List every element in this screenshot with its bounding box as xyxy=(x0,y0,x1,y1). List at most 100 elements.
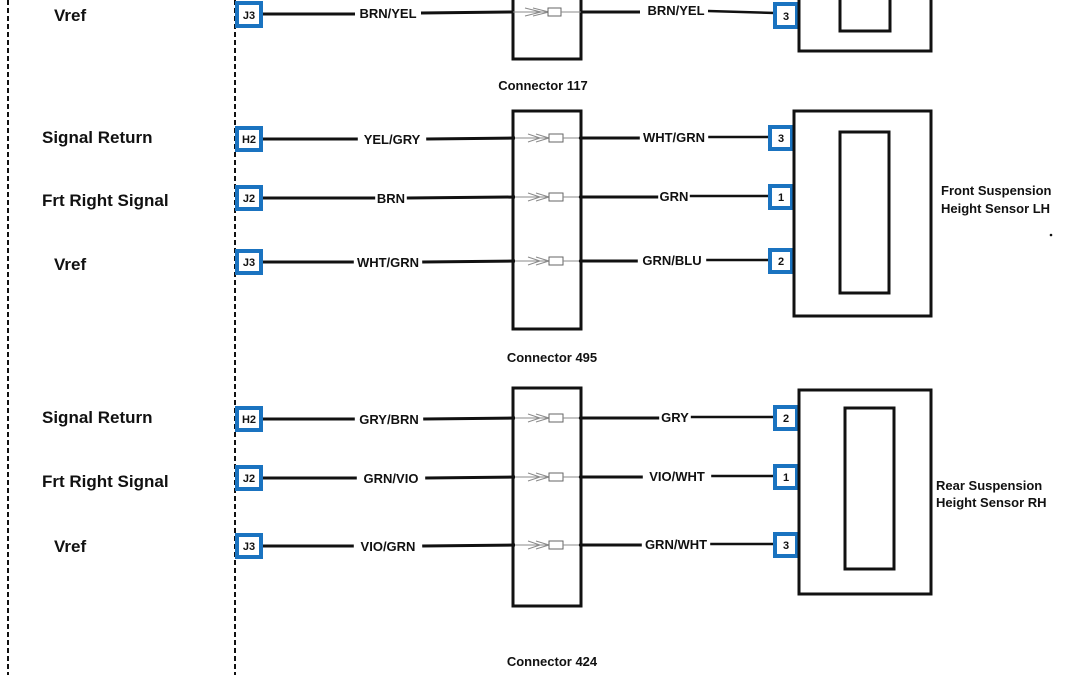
sensor-pin-box xyxy=(768,248,794,274)
sensor-pin-label: 3 xyxy=(783,11,789,23)
module-pin-box xyxy=(235,465,263,491)
sensor-pin: 3 xyxy=(773,2,799,29)
signal-label: Vref xyxy=(54,537,86,556)
sensor-pin-label: 2 xyxy=(778,256,784,268)
connector-terminal xyxy=(515,472,580,482)
module-pin: H2 xyxy=(235,126,263,152)
connector-terminal xyxy=(515,192,580,202)
module-pin: J2 xyxy=(235,465,263,491)
wire-label-left: GRN/VIO xyxy=(364,471,419,486)
stray-dot xyxy=(1049,233,1053,237)
sensor-pin: 2 xyxy=(768,248,794,274)
wire-label-left: BRN xyxy=(377,191,405,206)
wire xyxy=(425,475,516,480)
wire-label-right: GRY xyxy=(661,410,689,425)
connector-body xyxy=(511,386,583,608)
sensor-body xyxy=(797,0,933,53)
connector-body xyxy=(511,109,583,331)
sensor-pin: 2 xyxy=(773,405,799,431)
module-pin: H2 xyxy=(235,406,263,432)
wire-label-left: YEL/GRY xyxy=(364,132,421,147)
wire xyxy=(422,543,516,548)
sensor-pin: 3 xyxy=(773,532,799,558)
circuit-row: Signal Return H2 YEL/GRY WHT/GRN 3 xyxy=(42,125,794,152)
sensor-pin-label: 3 xyxy=(783,540,789,552)
signal-label: Frt Right Signal xyxy=(42,472,169,491)
signal-label: Frt Right Signal xyxy=(42,191,169,210)
junction-dot xyxy=(578,542,584,548)
sensor-pin-label: 2 xyxy=(783,413,789,425)
signal-label: Signal Return xyxy=(42,408,153,427)
sensor-element xyxy=(838,0,892,33)
circuit-row: Signal Return H2 GRY/BRN GRY 2 xyxy=(42,405,799,432)
wire xyxy=(707,9,776,15)
junction-dot xyxy=(578,415,584,421)
connector-terminal xyxy=(515,540,580,550)
wire-label-right: WHT/GRN xyxy=(643,130,705,145)
connector-terminal xyxy=(515,256,580,266)
wire xyxy=(422,259,516,264)
connector-terminal xyxy=(515,413,580,423)
sensor-pin: 3 xyxy=(768,125,794,151)
wire-label-right: GRN/BLU xyxy=(642,253,701,268)
wire-label-right: GRN xyxy=(660,189,689,204)
sensor-body xyxy=(792,109,933,318)
module-pin-box xyxy=(235,406,263,432)
module-pin-label: H2 xyxy=(242,414,256,426)
module-pin-label: J3 xyxy=(243,257,255,269)
connector-label: Connector 495 xyxy=(507,350,597,365)
sensor-pin-box xyxy=(773,405,799,431)
module-pin: J2 xyxy=(235,185,263,211)
sensor-element xyxy=(838,130,891,295)
module-pin-label: J2 xyxy=(243,193,255,205)
sensor-label: Front Suspension xyxy=(941,183,1052,198)
wire-label-left: GRY/BRN xyxy=(359,412,418,427)
section-connector-117: Vref J3 BRN/YEL BRN/YEL 3 Connector 117 xyxy=(54,0,933,93)
module-pin: J3 xyxy=(235,249,263,275)
connector-label: Connector 424 xyxy=(507,654,598,669)
module-pin-box xyxy=(235,126,263,152)
sensor-label: Rear Suspension xyxy=(936,478,1042,493)
signal-label: Signal Return xyxy=(42,128,153,147)
wire-label-left: BRN/YEL xyxy=(359,6,416,21)
wire xyxy=(423,416,516,421)
sensor-pin-label: 1 xyxy=(778,192,784,204)
sensor-element xyxy=(843,406,896,571)
module-pin-label: J3 xyxy=(243,10,255,22)
module-pin: J3 xyxy=(235,1,263,28)
module-pin-label: J2 xyxy=(243,473,255,485)
signal-label: Vref xyxy=(54,255,86,274)
connector-terminal xyxy=(515,133,580,143)
connector-body xyxy=(511,0,583,61)
junction-dot xyxy=(578,194,584,200)
module-pin-box xyxy=(235,185,263,211)
wire-label-left: WHT/GRN xyxy=(357,255,419,270)
signal-label: Vref xyxy=(54,6,86,25)
junction-dot xyxy=(578,474,584,480)
connector-label: Connector 117 xyxy=(498,78,588,93)
wire xyxy=(406,195,516,200)
module-pin-box xyxy=(235,249,263,275)
wire-label-right: GRN/WHT xyxy=(645,537,707,552)
wire xyxy=(426,136,516,141)
wire-label-right: BRN/YEL xyxy=(647,3,704,18)
sensor-label: Height Sensor RH xyxy=(936,495,1047,510)
circuit-row: Frt Right Signal J2 BRN GRN 1 xyxy=(42,184,794,211)
sensor-pin-label: 1 xyxy=(783,472,789,484)
sensor-pin-box xyxy=(773,464,799,490)
circuit-row: Vref J3 WHT/GRN GRN/BLU 2 xyxy=(54,248,794,275)
junction-dot xyxy=(578,258,584,264)
sensor-label: Height Sensor LH xyxy=(941,201,1050,216)
sensor-pin: 1 xyxy=(773,464,799,490)
sensor-body xyxy=(797,388,933,596)
junction-dot xyxy=(578,135,584,141)
wire-label-left: VIO/GRN xyxy=(361,539,416,554)
sensor-pin: 1 xyxy=(768,184,794,210)
connector-terminal xyxy=(513,7,581,17)
